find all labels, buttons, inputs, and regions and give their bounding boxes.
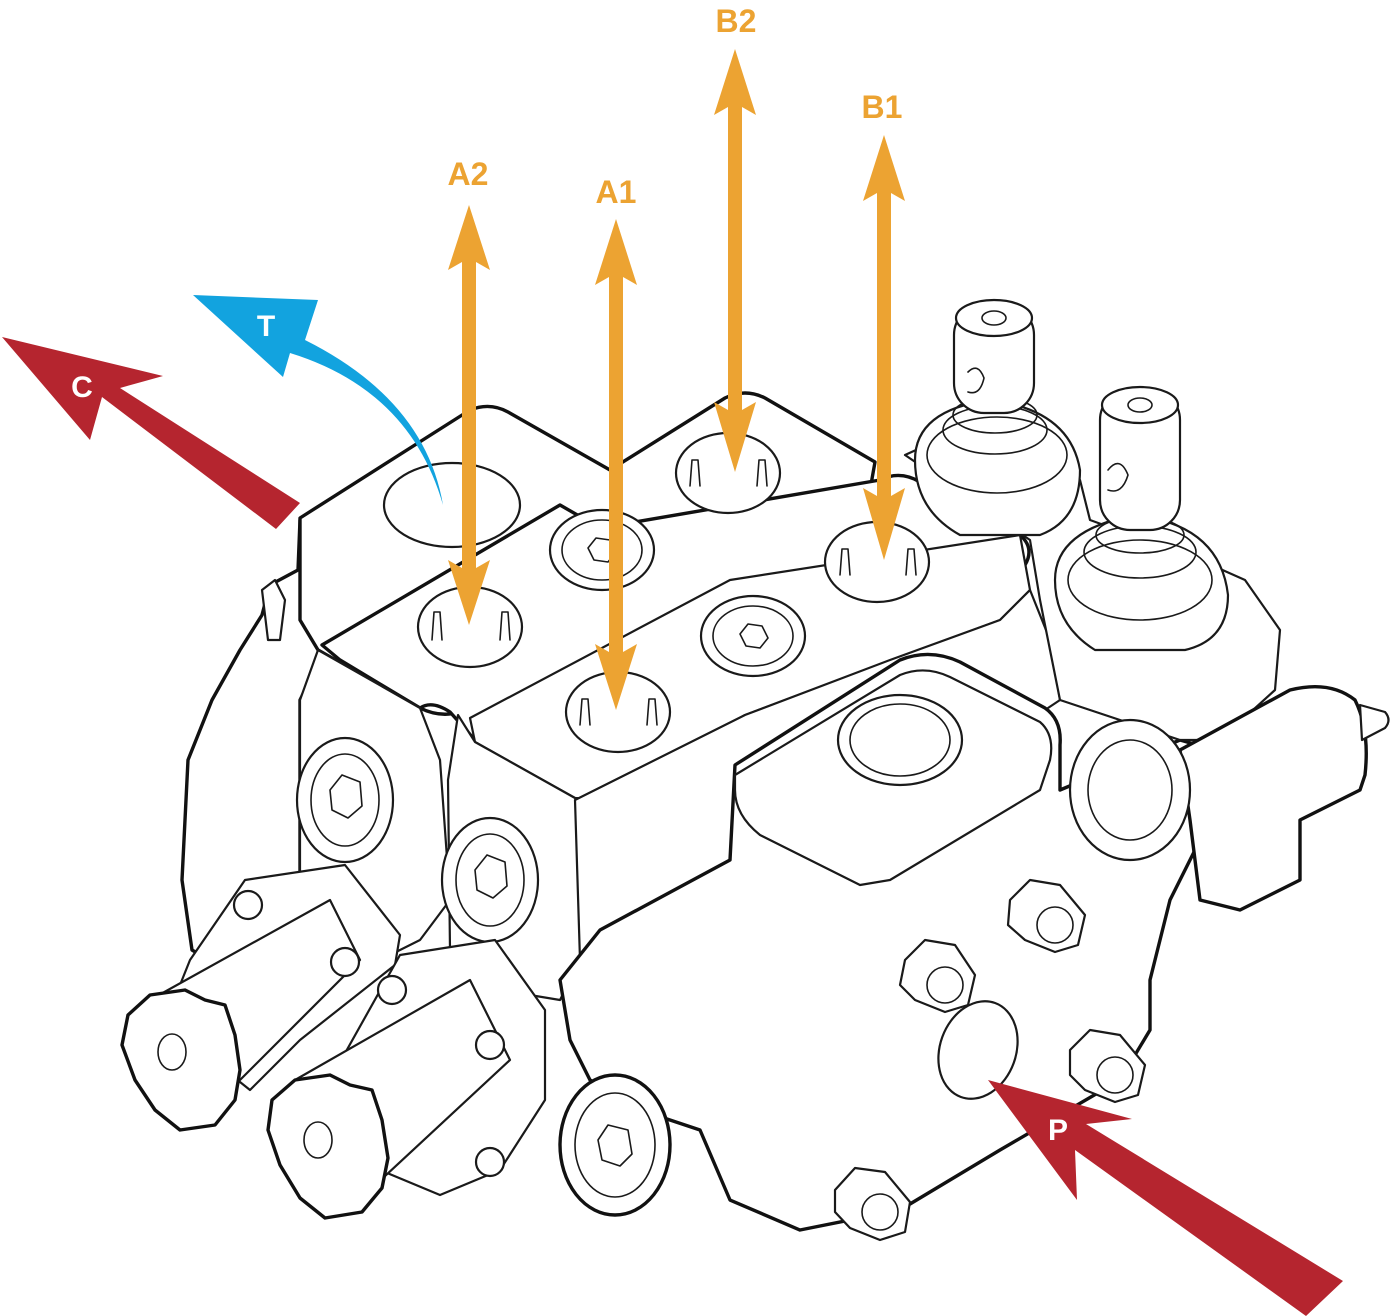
top-ports — [382, 431, 964, 787]
label-T: T — [257, 310, 275, 343]
arrow-B1-shape — [863, 135, 905, 560]
arrow-A1-shape — [595, 219, 637, 710]
label-C: C — [71, 371, 93, 404]
hex-socket-icon — [739, 623, 769, 649]
nut-icon — [898, 938, 977, 1014]
arrow-A2-shape — [448, 205, 490, 625]
plug-center-rear — [548, 508, 656, 592]
inlet-top-pad-inner — [849, 703, 951, 777]
label-B2: B2 — [716, 3, 757, 39]
side-plug-section-2-inner — [310, 753, 380, 847]
lower-plug-right-inner — [1087, 739, 1173, 841]
spool-knob — [266, 1073, 390, 1220]
small-bolt — [260, 578, 287, 642]
spool-knob — [120, 988, 242, 1132]
nut-icon — [1068, 1028, 1147, 1104]
arrow-A1: A1 — [595, 174, 637, 710]
lever-rear — [913, 298, 1082, 537]
hex-socket-icon — [329, 774, 363, 819]
arrow-P: P — [988, 1080, 1343, 1316]
inlet-side-plug — [558, 1073, 672, 1217]
nut-icon — [1006, 878, 1087, 954]
hex-socket-icon — [597, 1124, 633, 1167]
arrow-B2: B2 — [714, 3, 756, 472]
port-B1-lugs — [839, 548, 917, 576]
plug-center-front-inner — [712, 605, 794, 667]
plug-center-rear-inner — [561, 519, 643, 581]
lever-front — [1053, 385, 1230, 652]
arrow-P-shape — [988, 1080, 1343, 1316]
label-B1: B1 — [862, 89, 903, 125]
port-arrows: C T P A2 A1 B2 B1 — [2, 3, 1343, 1316]
arrow-B2-shape — [714, 49, 756, 472]
plug-center-front — [699, 594, 807, 678]
spool-cap-1 — [266, 938, 547, 1220]
side-plug-section-2 — [295, 736, 395, 864]
port-T-hole — [382, 461, 522, 549]
nut-icon — [833, 1166, 912, 1242]
side-plug-section-1-inner — [455, 833, 525, 927]
spool-cap-2 — [120, 863, 402, 1132]
arrow-B1: B1 — [862, 89, 905, 560]
port-B2-lugs — [689, 459, 768, 487]
port-A1-lugs — [579, 698, 658, 726]
port-A2-lugs — [431, 611, 511, 641]
label-A1: A1 — [596, 174, 637, 210]
tie-rod-nuts — [260, 578, 1147, 1242]
relief-valve-stem — [1358, 703, 1390, 742]
label-A2: A2 — [448, 156, 489, 192]
label-P: P — [1048, 1114, 1068, 1147]
inlet-top-pad — [836, 693, 964, 787]
arrow-C: C — [2, 337, 300, 529]
arrow-T-shape — [193, 295, 443, 505]
port-P-hole — [937, 1000, 1019, 1100]
hex-socket-icon — [474, 854, 508, 899]
arrow-C-shape — [2, 337, 300, 529]
arrow-T: T — [193, 295, 443, 505]
arrow-A2: A2 — [448, 156, 490, 625]
inlet-block — [558, 652, 1217, 1232]
valve-body — [120, 298, 1390, 1242]
inlet-side-plug-inner — [574, 1092, 656, 1198]
